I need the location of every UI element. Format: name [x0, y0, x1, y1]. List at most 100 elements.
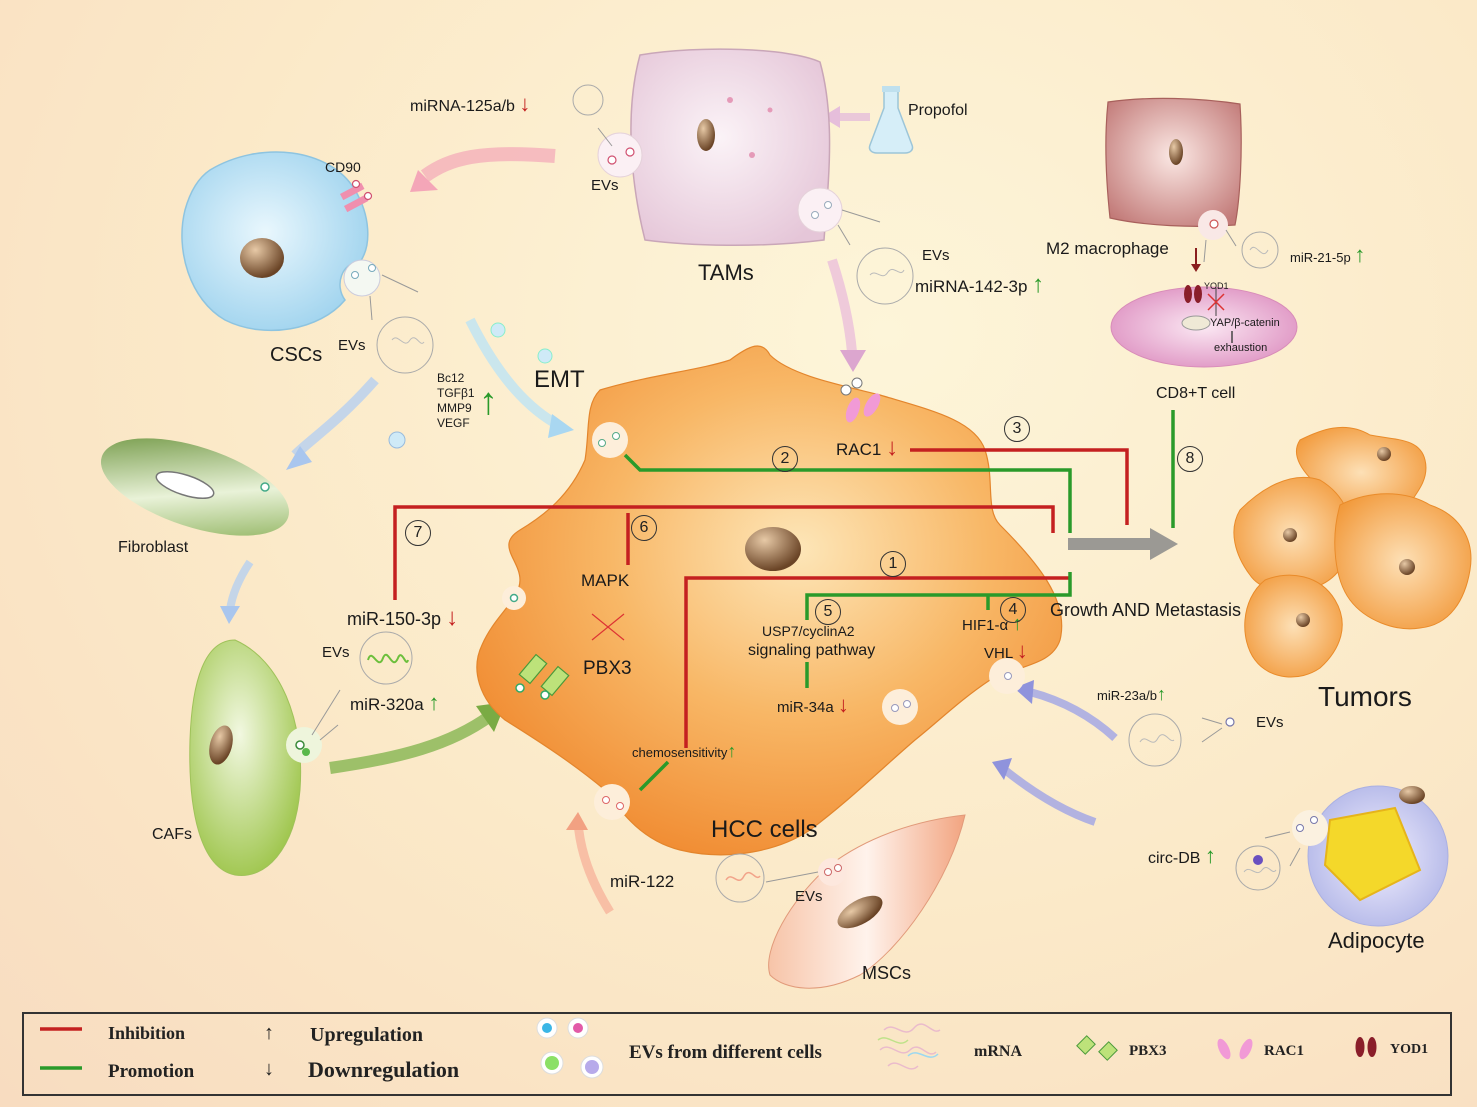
- step-number-4: 4: [1000, 597, 1026, 623]
- legend-rac1-swatch: [1217, 1038, 1231, 1060]
- tumor-cell-4: [1244, 574, 1343, 678]
- tam-ev-bud-2: [797, 187, 843, 233]
- legend-yod1-label: YOD1: [1390, 1042, 1429, 1057]
- mir23-up-arrow: ↑: [1156, 684, 1166, 704]
- circdb-ev: [1235, 845, 1281, 891]
- csc-to-hcc-arrowhead: [548, 414, 574, 438]
- chemo-label: chemosensitivity↑: [632, 741, 737, 761]
- mir21-up-arrow: ↑: [1354, 242, 1366, 267]
- legend-yod1-swatch: [1355, 1037, 1365, 1057]
- vhl-down-arrow: ↓: [1016, 638, 1028, 663]
- tam-nucleus: [697, 119, 715, 151]
- legend: Inhibition Promotion ↑ Upregulation ↓ Do…: [22, 1012, 1452, 1096]
- msc-to-adipo-arrowhead: [992, 758, 1012, 780]
- growth-label: Growth AND Metastasis: [1050, 600, 1242, 620]
- pbx3-receptor: [518, 653, 548, 685]
- mir320-label: miR-320a ↑: [350, 690, 440, 715]
- propofol-flask: [868, 89, 914, 154]
- yod1-label: YOD1: [1204, 281, 1229, 291]
- csc-targets-up-arrow: ↑: [479, 381, 498, 423]
- step-number-7: 7: [405, 520, 431, 546]
- legend-evs-label: EVs from different cells: [629, 1042, 822, 1063]
- legend-mrna-swatch: [879, 1023, 941, 1070]
- fibroblast-to-caf-arrow: [226, 559, 254, 611]
- cd90-label: CD90: [325, 159, 361, 175]
- tam-cell: [630, 48, 831, 246]
- cd8-label: CD8+T cell: [1156, 385, 1236, 402]
- legend-pbx3-swatch: [1076, 1035, 1096, 1055]
- line-1-inhibition: [684, 576, 1070, 748]
- msc-to-hcc-arrowhead: [566, 812, 588, 830]
- csc-ev: [376, 316, 434, 374]
- propofol-arrowhead: [822, 106, 840, 128]
- msc-to-adipo-arrow: [1002, 766, 1097, 826]
- mirna142-label: miRNA-142-3p ↑: [915, 271, 1045, 298]
- adipocyte-ev-arrow: [1028, 688, 1118, 741]
- hcc-nucleus: [745, 527, 801, 571]
- tam-evs-label-2: EVs: [922, 247, 950, 264]
- rac1-label: RAC1 ↓: [836, 434, 899, 461]
- csc-to-fibroblast-arrowhead: [286, 446, 312, 470]
- fibroblast-to-caf-arrowhead: [220, 606, 240, 624]
- msc-nucleus: [837, 895, 883, 929]
- step-number-8: 8: [1177, 446, 1203, 472]
- legend-up-arrow: ↑: [264, 1022, 274, 1044]
- mirna142-up-arrow: ↑: [1032, 271, 1045, 298]
- tam-to-hcc-arrowhead: [840, 350, 866, 372]
- circdb-up-arrow: ↑: [1204, 843, 1216, 868]
- vhl-label: VHL ↓: [984, 638, 1028, 663]
- tams-label: TAMs: [698, 260, 754, 285]
- legend-graphics: [40, 1017, 1377, 1079]
- legend-rac1-label: RAC1: [1264, 1043, 1304, 1059]
- msc-evs-label: EVs: [795, 888, 823, 905]
- mapk-label: MAPK: [581, 571, 630, 590]
- target-tgfb1: TGFβ1: [437, 386, 475, 400]
- growth-arrow: [1068, 528, 1178, 560]
- legend-down-arrow: ↓: [264, 1058, 274, 1080]
- adipocyte-lipid: [1323, 806, 1422, 902]
- caf-cell: [189, 639, 302, 877]
- legend-pbx3-label: PBX3: [1129, 1043, 1167, 1059]
- adipocyte-label: Adipocyte: [1328, 928, 1425, 953]
- m2-nucleus: [1169, 139, 1183, 165]
- m2-label: M2 macrophage: [1046, 239, 1169, 258]
- step-number-6: 6: [631, 515, 657, 541]
- legend-promotion-label: Promotion: [108, 1061, 195, 1082]
- tam-evs-label: EVs: [591, 177, 619, 194]
- mir150-label: miR-150-3p ↓: [347, 604, 459, 631]
- mirna142-ev: [856, 247, 914, 305]
- csc-to-fibroblast-arrow: [291, 376, 379, 459]
- step-number-2: 2: [772, 446, 798, 472]
- hif-label: HIF1-α ↑: [962, 613, 1023, 635]
- mir34-label: miR-34a ↓: [777, 692, 849, 717]
- line-7-inhibition: [393, 505, 1055, 600]
- mir320-up-arrow: ↑: [428, 690, 440, 715]
- signaling-label: signaling pathway: [748, 642, 876, 659]
- mir21-label: miR-21-5p ↑: [1290, 242, 1366, 267]
- cscs-label: CSCs: [270, 344, 323, 366]
- tumors-label: Tumors: [1318, 681, 1412, 712]
- mir150-down-arrow: ↓: [446, 604, 459, 631]
- line-3-inhibition: [910, 448, 1129, 525]
- mir122-label: miR-122: [610, 872, 675, 891]
- caf-evs-label: EVs: [322, 644, 350, 661]
- target-bc12: Bc12: [437, 371, 465, 385]
- csc-evs-label: EVs: [338, 337, 366, 354]
- line-5-promotion: [805, 572, 1072, 620]
- mir23-ev: [1128, 713, 1182, 767]
- tam-to-csc-arrow: [420, 147, 556, 182]
- legend-inhibition-label: Inhibition: [108, 1023, 186, 1043]
- step-number-5: 5: [815, 599, 841, 625]
- usp7-label: USP7/cyclinA2: [762, 623, 855, 639]
- pbx3-label: PBX3: [583, 658, 632, 679]
- hif-up-arrow: ↑: [1012, 613, 1023, 635]
- circdb-label: circ-DB ↑: [1148, 843, 1216, 868]
- mir23-label: miR-23a/b↑: [1097, 684, 1166, 704]
- legend-mrna-label: mRNA: [974, 1043, 1022, 1060]
- mirna125-down-arrow: ↓: [519, 91, 531, 116]
- exhaustion-label: exhaustion: [1214, 342, 1268, 354]
- yap-label: YAP/β-catenin: [1210, 317, 1280, 329]
- legend-downregulation-label: Downregulation: [308, 1057, 460, 1082]
